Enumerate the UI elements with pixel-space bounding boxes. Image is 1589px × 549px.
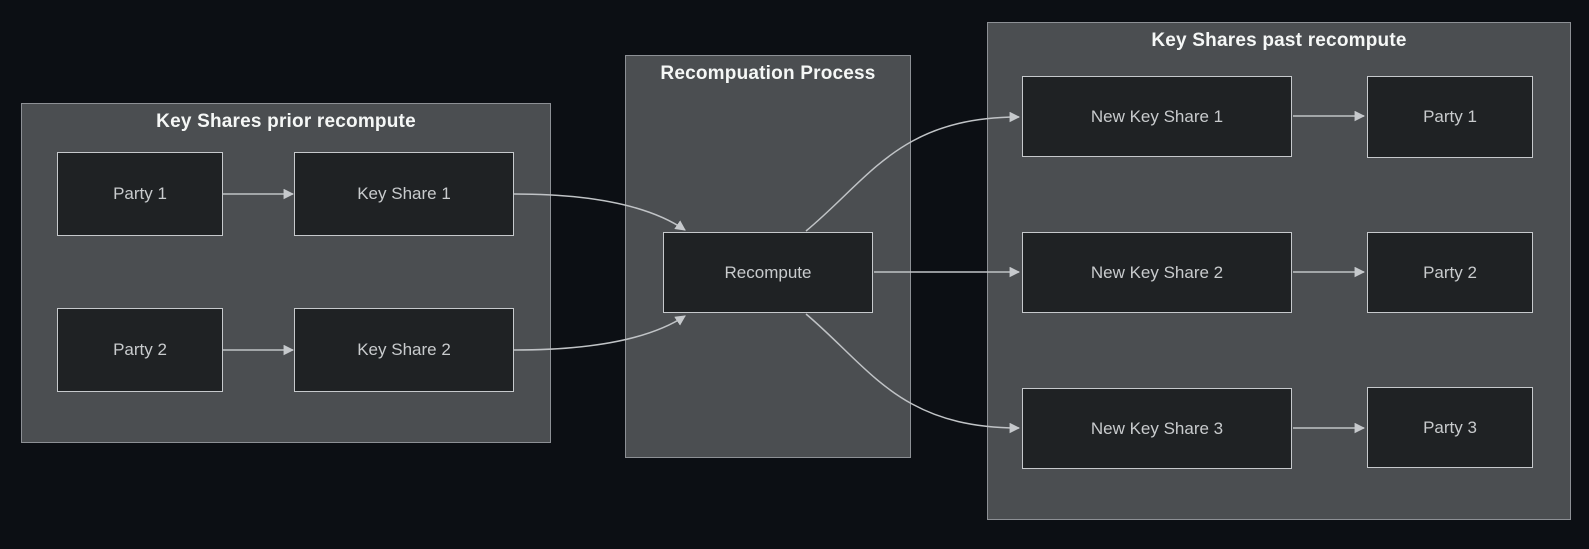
- node-recompute: Recompute: [663, 232, 873, 313]
- node-party1-prior: Party 1: [57, 152, 223, 236]
- node-label: Party 1: [1423, 107, 1477, 126]
- node-label: New Key Share 2: [1090, 262, 1224, 282]
- node-keyshare2: Key Share 2: [294, 308, 514, 392]
- node-party2-past: Party 2: [1367, 232, 1533, 313]
- node-new-keyshare3: New Key Share 3: [1022, 388, 1292, 469]
- node-label: Key Share 1: [357, 184, 451, 203]
- node-new-keyshare1: New Key Share 1: [1022, 76, 1292, 157]
- node-party2-prior: Party 2: [57, 308, 223, 392]
- cluster-title-past: Key Shares past recompute: [1151, 30, 1407, 51]
- node-label: New Key Share 3: [1090, 418, 1224, 438]
- node-party3-past: Party 3: [1367, 387, 1533, 468]
- node-label: Key Share 2: [357, 340, 451, 359]
- node-label: New Key Share 1: [1090, 106, 1224, 126]
- node-label: Party 2: [1423, 262, 1477, 282]
- node-party1-past: Party 1: [1367, 76, 1533, 158]
- cluster-title-process: Recompuation Process: [660, 63, 876, 84]
- node-label: Recompute: [724, 262, 812, 282]
- node-label: Party 1: [113, 184, 167, 203]
- node-label: Party 3: [1423, 417, 1477, 437]
- node-keyshare1: Key Share 1: [294, 152, 514, 236]
- cluster-title-prior: Key Shares prior recompute: [156, 111, 416, 132]
- node-label: Party 2: [113, 340, 167, 359]
- node-new-keyshare2: New Key Share 2: [1022, 232, 1292, 313]
